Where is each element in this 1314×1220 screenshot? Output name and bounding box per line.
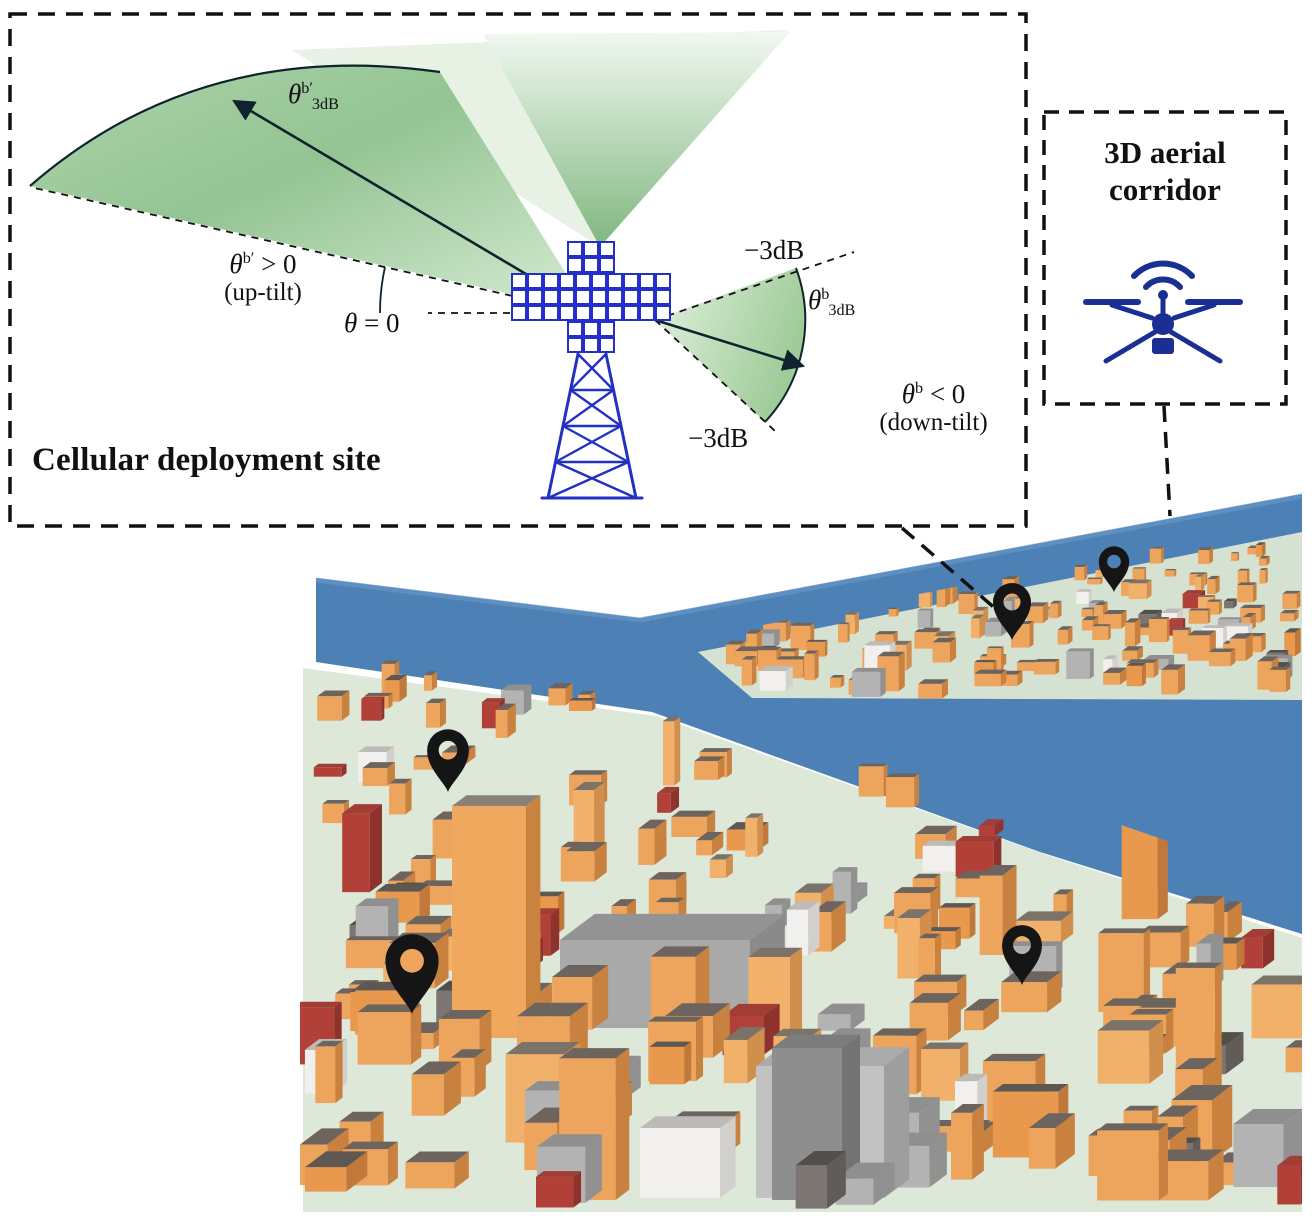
downtilt-caption: (down-tilt) <box>879 409 988 437</box>
main-buildings <box>300 660 1302 1209</box>
corridor-callout-dashed-line <box>1162 405 1172 517</box>
tilt-angle-arc <box>379 266 386 314</box>
uptilt-condition-line: θb′ > 0 <box>188 249 338 279</box>
theta-symbol: θ <box>808 285 822 315</box>
downtilt-condition-label: θb < 0 (down-tilt) <box>836 379 1031 437</box>
site-callout-dashed-line <box>900 526 1006 618</box>
lower-halfpower-label: −3dB <box>688 423 749 453</box>
drone-icon <box>1083 260 1243 364</box>
boresight-label: θ = 0 <box>344 308 400 338</box>
upper-halfpower-label: −3dB <box>744 235 805 265</box>
downtilt-axis-arrow <box>654 318 806 371</box>
math-tail: > 0 <box>254 249 297 279</box>
site-panel-title: Cellular deployment site <box>32 442 381 478</box>
uptilt-caption: (up-tilt) <box>224 279 302 307</box>
antenna-array-icon <box>511 241 671 353</box>
math-tail: < 0 <box>923 379 966 409</box>
theta-symbol: θ <box>901 379 915 409</box>
math-sub: 3dB <box>828 301 856 320</box>
math-sup: b′ <box>301 79 313 97</box>
wifi-signal-icon <box>1131 260 1195 300</box>
corridor-title-line1: 3D aerial <box>1104 135 1226 170</box>
downtilt-upper-edge-dashed-line <box>654 251 855 321</box>
corridor-title-line2: corridor <box>1109 172 1221 208</box>
math-sup: b <box>914 379 924 397</box>
math-tail: = 0 <box>357 308 400 338</box>
cell-tower-icon <box>540 352 644 500</box>
aerial-corridor-panel-box <box>1042 110 1288 406</box>
math-sub: 3dB <box>311 95 339 114</box>
uptilt-edge-dashed-line <box>29 186 589 314</box>
downtilt-beamwidth-label: θb3dB <box>808 285 856 320</box>
math-sup: b′ <box>242 249 255 267</box>
uptilt-beam <box>29 64 590 313</box>
downtilt-lower-edge-dashed-line <box>654 319 776 432</box>
theta-symbol: θ <box>344 308 358 338</box>
downtilt-condition-line: θb < 0 <box>836 379 1031 409</box>
theta-symbol: θ <box>288 79 302 109</box>
corridor-panel-title: 3D aerial corridor <box>1044 134 1286 208</box>
uptilt-beamwidth-label: θb′3dB <box>288 79 339 114</box>
main-city-block <box>300 660 1302 1212</box>
math-sup: b <box>821 285 830 303</box>
uptilt-condition-label: θb′ > 0 (up-tilt) <box>188 249 338 307</box>
theta-symbol: θ <box>229 249 243 279</box>
far-buildings <box>725 542 1301 699</box>
